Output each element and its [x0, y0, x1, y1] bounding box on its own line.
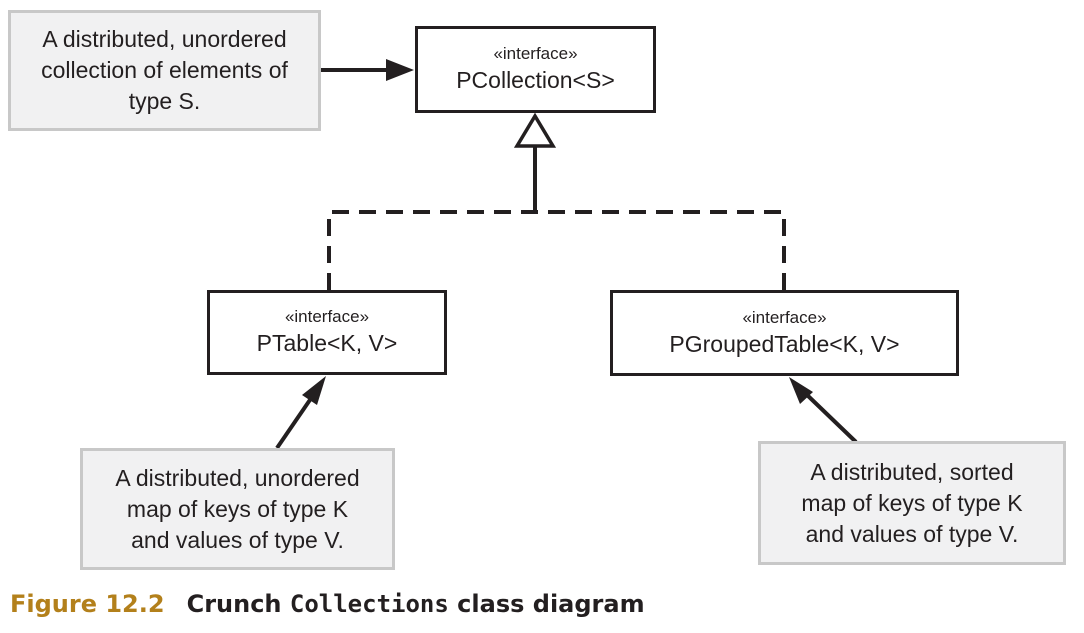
note-line: collection of elements of: [41, 57, 288, 83]
pcollection-interface-box: «interface» PCollection<S>: [415, 26, 656, 113]
interface-stereotype: «interface»: [742, 307, 827, 327]
note-line: A distributed, sorted: [810, 458, 1014, 485]
note-line: and values of type V.: [131, 526, 344, 553]
pgroupedtable-note-arrowhead: [789, 377, 813, 404]
note-line: map of keys of type K: [126, 495, 349, 522]
realization-triangle: [513, 112, 557, 148]
realization-dashed-branches: [327, 210, 786, 290]
interface-stereotype: «interface»: [284, 307, 370, 326]
note-line: type S.: [128, 88, 201, 114]
interface-name: PTable<K, V>: [256, 330, 398, 356]
note-line: and values of type V.: [805, 520, 1019, 547]
figure-title: Crunch Collections class diagram: [187, 590, 645, 618]
pgroupedtable-note-connector: [803, 391, 858, 444]
pcollection-note-arrowhead: [386, 59, 414, 81]
note-line: A distributed, unordered: [115, 464, 360, 491]
interface-name: PCollection<S>: [456, 67, 615, 93]
figure-title-code: Collections: [289, 590, 449, 618]
figure-title-prefix: Crunch: [186, 590, 290, 618]
ptable-note-connector: [275, 392, 316, 450]
note-line: A distributed, unordered: [42, 26, 287, 52]
ptable-note-arrowhead: [302, 376, 326, 405]
interface-name: PGroupedTable<K, V>: [669, 330, 900, 357]
pgroupedtable-interface-box: «interface» PGroupedTable<K, V>: [610, 290, 959, 376]
pcollection-description-note: A distributed, unordered collection of e…: [8, 10, 321, 131]
figure-number: Figure 12.2: [10, 590, 165, 618]
note-line: map of keys of type K: [801, 489, 1023, 516]
pgroupedtable-description-note: A distributed, sorted map of keys of typ…: [758, 441, 1066, 565]
figure-caption: Figure 12.2 Crunch Collections class diag…: [10, 588, 645, 621]
interface-stereotype: «interface»: [493, 44, 578, 63]
ptable-interface-box: «interface» PTable<K, V>: [207, 290, 447, 375]
ptable-description-note: A distributed, unordered map of keys of …: [80, 448, 395, 570]
figure-title-suffix: class diagram: [448, 590, 645, 618]
